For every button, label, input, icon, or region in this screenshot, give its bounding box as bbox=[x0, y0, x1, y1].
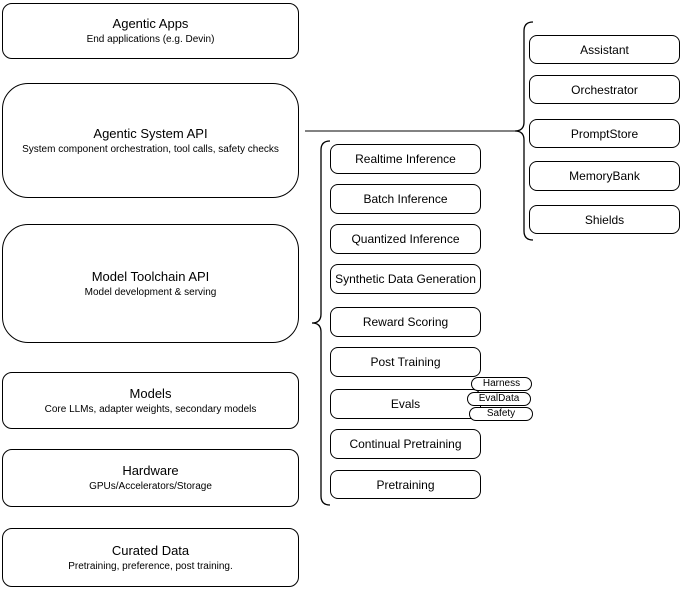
toolchain-item-post-training: Post Training bbox=[330, 347, 481, 377]
component-memorybank: MemoryBank bbox=[529, 161, 680, 191]
layer-models: Models Core LLMs, adapter weights, secon… bbox=[2, 372, 299, 429]
layer-title: Models bbox=[129, 385, 172, 401]
layer-title: Model Toolchain API bbox=[91, 268, 210, 284]
layer-subtitle: Pretraining, preference, post training. bbox=[68, 560, 233, 572]
eval-tag-safety: Safety bbox=[469, 407, 533, 421]
toolchain-item-evals: Evals bbox=[330, 389, 481, 419]
layer-agentic-apps: Agentic Apps End applications (e.g. Devi… bbox=[2, 3, 299, 59]
eval-tag-harness: Harness bbox=[471, 377, 532, 391]
brace-toolchain bbox=[311, 140, 331, 506]
layer-title: Agentic Apps bbox=[112, 16, 189, 31]
layer-curated-data: Curated Data Pretraining, preference, po… bbox=[2, 528, 299, 587]
layer-subtitle: Core LLMs, adapter weights, secondary mo… bbox=[44, 403, 257, 415]
toolchain-item-pretraining: Pretraining bbox=[330, 470, 481, 499]
layer-subtitle: GPUs/Accelerators/Storage bbox=[89, 481, 212, 492]
toolchain-item-batch-inference: Batch Inference bbox=[330, 184, 481, 214]
component-assistant: Assistant bbox=[529, 35, 680, 64]
toolchain-item-quantized-inference: Quantized Inference bbox=[330, 224, 481, 254]
layer-title: Agentic System API bbox=[93, 125, 208, 141]
component-orchestrator: Orchestrator bbox=[529, 75, 680, 104]
toolchain-item-realtime-inference: Realtime Inference bbox=[330, 144, 481, 174]
layer-title: Curated Data bbox=[111, 542, 190, 558]
layer-agentic-system-api: Agentic System API System component orch… bbox=[2, 83, 299, 198]
layer-subtitle: Model development & serving bbox=[84, 286, 217, 298]
toolchain-item-reward-scoring: Reward Scoring bbox=[330, 307, 481, 337]
layer-model-toolchain-api: Model Toolchain API Model development & … bbox=[2, 224, 299, 343]
layer-subtitle: System component orchestration, tool cal… bbox=[22, 143, 279, 155]
toolchain-item-continual-pretraining: Continual Pretraining bbox=[330, 429, 481, 459]
layer-subtitle: End applications (e.g. Devin) bbox=[86, 34, 215, 45]
component-promptstore: PromptStore bbox=[529, 119, 680, 148]
eval-tag-evaldata: EvalData bbox=[467, 392, 531, 406]
layer-hardware: Hardware GPUs/Accelerators/Storage bbox=[2, 449, 299, 507]
toolchain-item-synthetic-data-generation: Synthetic Data Generation bbox=[330, 264, 481, 294]
layer-title: Hardware bbox=[122, 463, 179, 478]
component-shields: Shields bbox=[529, 205, 680, 234]
